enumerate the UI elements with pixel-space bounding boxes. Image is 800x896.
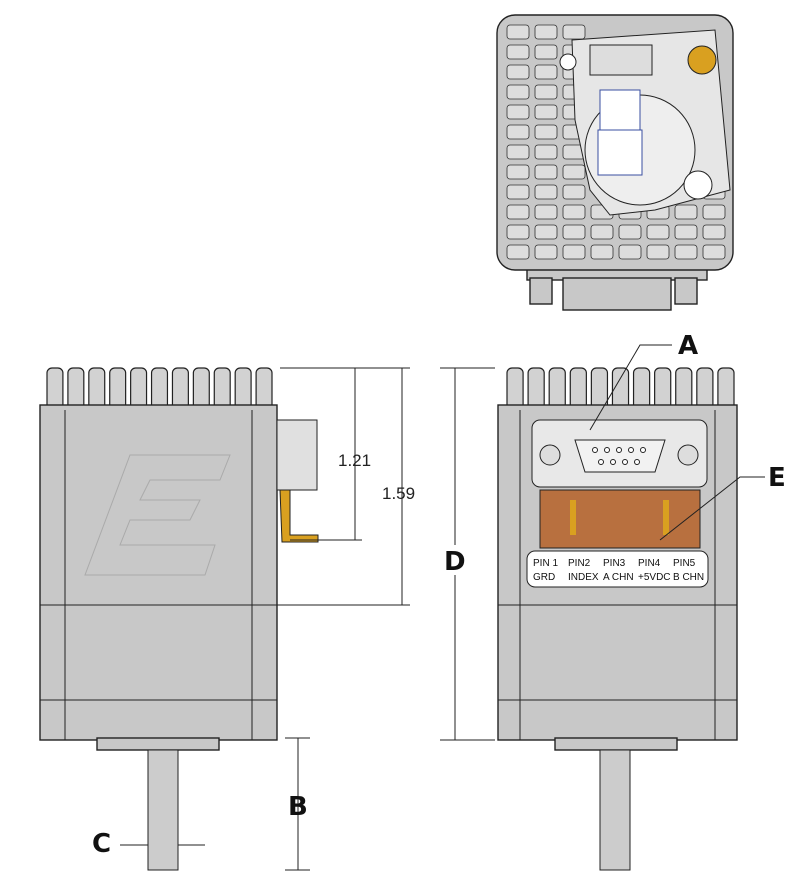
pin-signal: INDEX xyxy=(568,572,599,583)
db9-connector xyxy=(574,439,666,473)
top-fin xyxy=(702,224,726,240)
pinout-label xyxy=(526,550,709,588)
top-fin xyxy=(534,84,558,100)
top-fin xyxy=(534,204,558,220)
top-fin xyxy=(674,244,698,260)
pin-signal: A CHN xyxy=(603,572,634,583)
top-fin xyxy=(646,244,670,260)
top-fin xyxy=(506,164,530,180)
top-fin xyxy=(534,24,558,40)
db9-pin xyxy=(640,447,646,453)
pin-number: PIN5 xyxy=(673,558,696,569)
top-fin xyxy=(506,64,530,80)
top-fin xyxy=(702,204,726,220)
top-fin xyxy=(590,244,614,260)
top-fin xyxy=(562,164,586,180)
side-view: 1.21 1.59 B C xyxy=(39,367,415,871)
top-fin xyxy=(562,184,586,200)
top-fin xyxy=(534,124,558,140)
top-fin xyxy=(534,104,558,120)
top-fin xyxy=(646,224,670,240)
top-fin xyxy=(534,164,558,180)
top-fin xyxy=(618,224,642,240)
encoder-board xyxy=(539,489,701,549)
db9-pin xyxy=(628,447,634,453)
top-fin xyxy=(562,24,586,40)
top-fin xyxy=(534,144,558,160)
top-fin xyxy=(506,24,530,40)
db9-pin xyxy=(592,447,598,453)
top-fin xyxy=(562,244,586,260)
top-fin xyxy=(534,244,558,260)
db9-pin xyxy=(634,459,640,465)
db9-pin xyxy=(622,459,628,465)
top-fin xyxy=(674,224,698,240)
pin-signal: B CHN xyxy=(673,572,704,583)
top-fin xyxy=(534,44,558,60)
top-fin xyxy=(534,184,558,200)
top-fin xyxy=(506,84,530,100)
top-fin xyxy=(506,204,530,220)
logo-watermark xyxy=(84,454,231,576)
top-fin xyxy=(506,44,530,60)
top-fin xyxy=(702,244,726,260)
pin-signal: GRD xyxy=(533,572,555,583)
label-d: D xyxy=(444,547,466,577)
pin-number: PIN3 xyxy=(603,558,626,569)
top-fin xyxy=(506,224,530,240)
db9-pin xyxy=(610,459,616,465)
dimension-1-21: 1.21 xyxy=(338,451,371,470)
top-fin xyxy=(506,124,530,140)
top-fin xyxy=(506,104,530,120)
top-fin xyxy=(618,244,642,260)
db9-pin xyxy=(604,447,610,453)
top-fin xyxy=(534,224,558,240)
top-fin xyxy=(506,184,530,200)
top-fin xyxy=(506,144,530,160)
top-fin xyxy=(506,244,530,260)
dimension-1-59: 1.59 xyxy=(382,484,415,503)
pin-number: PIN4 xyxy=(638,558,661,569)
top-fin xyxy=(534,64,558,80)
label-a: A xyxy=(678,331,698,361)
pin-signal: +5VDC xyxy=(638,572,671,583)
db9-pin xyxy=(616,447,622,453)
pin-number: PIN2 xyxy=(568,558,591,569)
top-fin xyxy=(590,224,614,240)
top-fin xyxy=(562,204,586,220)
pin-number: PIN 1 xyxy=(533,558,558,569)
top-fin xyxy=(562,224,586,240)
top-view xyxy=(496,14,734,311)
label-b: B xyxy=(288,792,308,822)
label-c: C xyxy=(92,829,111,859)
db9-pin xyxy=(598,459,604,465)
top-fin xyxy=(674,204,698,220)
label-e: E xyxy=(768,463,786,493)
